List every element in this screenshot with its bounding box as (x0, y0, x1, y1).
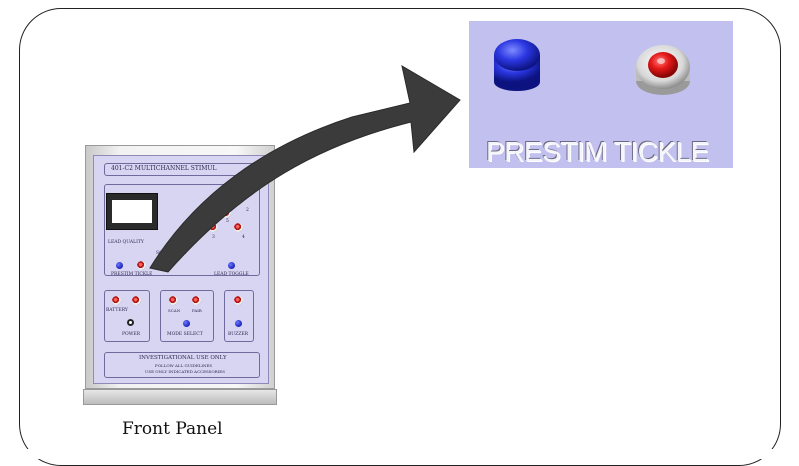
channel-4-label: 4 (242, 235, 245, 240)
notice-title: INVESTIGATIONAL USE ONLY (139, 355, 227, 361)
mode-select-led (183, 320, 190, 327)
buzzer-box (224, 290, 254, 342)
front-faceplate: 401-C2 MULTICHANNEL STIMUL LEAD QUALITY … (93, 155, 269, 384)
callout-arrow (149, 64, 461, 273)
notice-box: INVESTIGATIONAL USE ONLY FOLLOW ALL GUID… (104, 352, 260, 378)
zoom-inset: PRESTIM TICKLE (469, 21, 733, 168)
red-button-icon (636, 45, 690, 95)
buzzer-led (235, 320, 242, 327)
panel-title: 401-C2 MULTICHANNEL STIMUL (111, 165, 217, 172)
prestim-led (116, 262, 123, 269)
device-body: 401-C2 MULTICHANNEL STIMUL LEAD QUALITY … (85, 145, 275, 389)
frame-clip (0, 449, 799, 459)
battery-label: BATTERY (106, 308, 128, 313)
pair-label: PAIR (192, 308, 202, 313)
lead-toggle-led (228, 262, 235, 269)
front-panel-caption: Front Panel (122, 419, 223, 439)
channel-3-jack (209, 223, 218, 232)
prestim-tickle-label: PRESTIM TICKLE (111, 272, 153, 277)
channel-2-label: 2 (246, 208, 249, 213)
channel-3-label: 3 (212, 235, 215, 240)
battery-jack-left (112, 296, 121, 305)
device-base (83, 389, 277, 405)
notice-line-1: FOLLOW ALL GUIDELINES (155, 363, 213, 368)
battery-jack-right (132, 296, 141, 305)
blue-led-icon (494, 39, 540, 91)
power-label: POWER (122, 332, 141, 337)
battery-power-box (104, 290, 150, 342)
lead-quality-label: LEAD QUALITY (108, 240, 144, 245)
mode-select-box (160, 290, 214, 342)
notice-line-2: USE ONLY INDICATED ACCESSORIES (145, 369, 225, 374)
power-indicator (127, 319, 134, 326)
stimulator-device: 401-C2 MULTICHANNEL STIMUL LEAD QUALITY … (83, 145, 277, 407)
scan-jack (169, 296, 178, 305)
prestim-tickle-zoom-label: PRESTIM TICKLE (486, 136, 709, 167)
buzzer-jack (234, 296, 243, 305)
buzzer-label: BUZZER (228, 332, 249, 337)
scan-label: SCAN (168, 308, 181, 313)
prestim-tickle-button (137, 261, 146, 270)
mode-select-label: MODE SELECT (167, 332, 203, 337)
channel-5-label: 5 (226, 219, 229, 224)
lead-quality-display (106, 193, 158, 230)
lead-section (104, 184, 260, 276)
lead-toggle-label: LEAD TOGGLE (214, 272, 249, 277)
channel-4-jack (234, 223, 243, 232)
zoom-graphics (494, 39, 690, 95)
pair-jack (192, 296, 201, 305)
